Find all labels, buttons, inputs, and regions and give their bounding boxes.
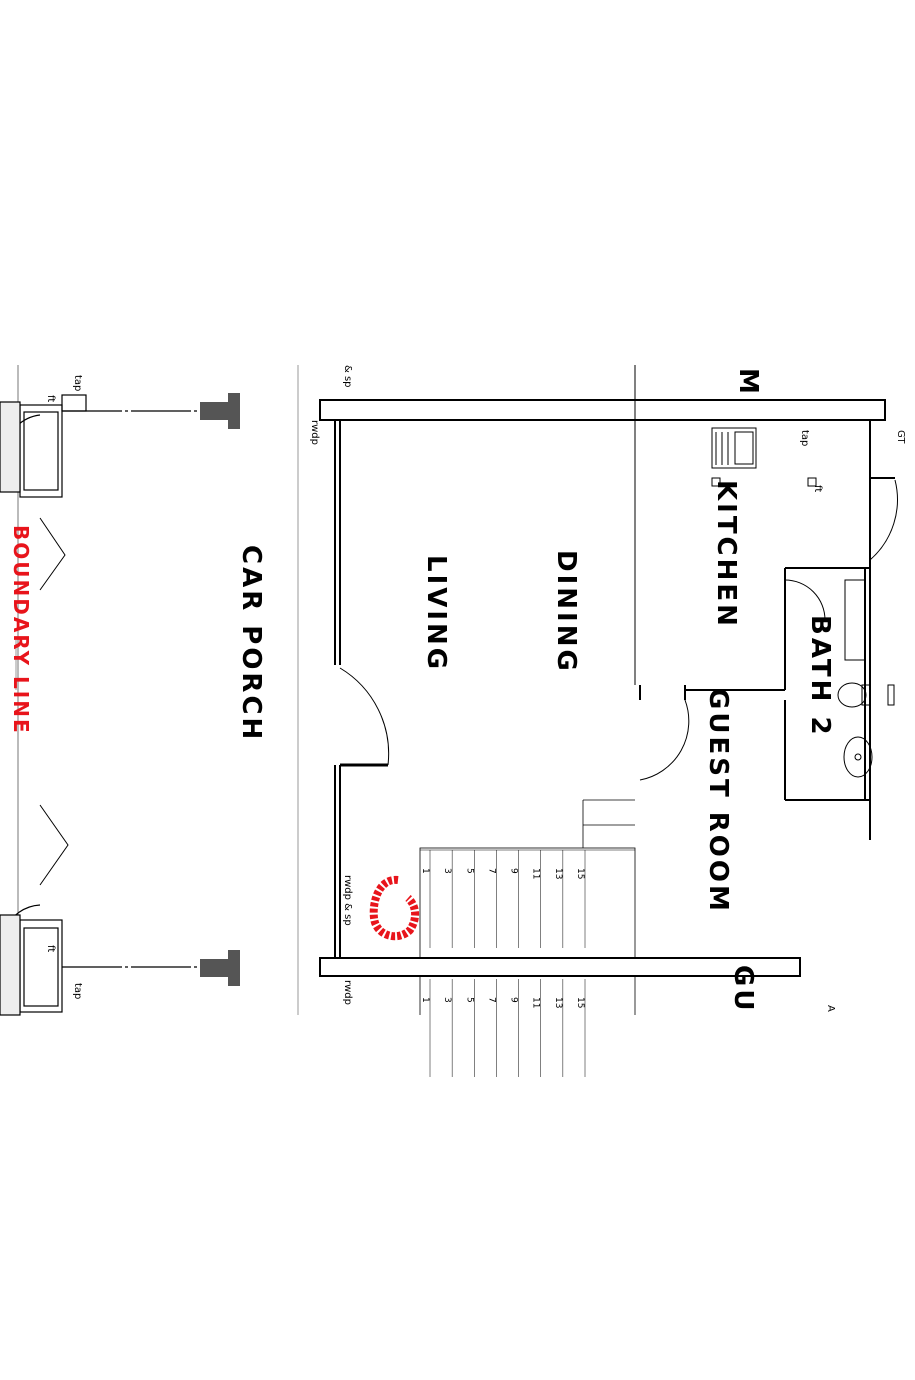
red-arrow-marker-icon (369, 875, 419, 941)
stair-step-label: 11 (531, 868, 541, 879)
kitchen-tap-note: tap (799, 430, 810, 446)
gate-post-top (200, 402, 230, 420)
room-label-car-porch: CAR PORCH (236, 545, 266, 742)
room-label-bath2: BATH 2 (805, 615, 835, 738)
tap-note-bottom: tap (72, 983, 83, 999)
stair-step-label: 5 (464, 997, 474, 1003)
stair-step-label: 9 (509, 868, 519, 874)
rwdp-note-bottom: rwdp (342, 980, 353, 1005)
kitchen-sink (711, 427, 817, 487)
stair-step-label: 13 (553, 997, 563, 1008)
stair-step-label: 13 (553, 868, 563, 879)
staircase-lower (419, 976, 636, 1015)
gate-post-bottom (200, 959, 230, 977)
boundary-line-label: BOUNDARY LINE (9, 525, 33, 735)
stair-step-label: 11 (531, 997, 541, 1008)
ft-note-bottom: ft (45, 945, 56, 952)
ft-note-top: ft (45, 395, 56, 402)
bath-walls (684, 420, 898, 840)
gt-note: GT (895, 430, 906, 444)
stair-step-label: 15 (575, 868, 585, 879)
staircase (419, 799, 636, 959)
stair-step-label: 1 (420, 868, 430, 874)
gate-post-top-cap (228, 393, 240, 429)
kitchen-ft-note: ft (812, 485, 823, 492)
stair-step-label: 9 (509, 997, 519, 1003)
bath-fixtures (784, 579, 895, 778)
tap-note-top: tap (72, 375, 83, 391)
room-label-cut-top: M (733, 368, 763, 397)
stair-step-label: 3 (442, 997, 452, 1003)
room-label-living: LIVING (421, 555, 451, 672)
rwdp-note-top: rwdp (309, 420, 320, 445)
stair-step-label: 7 (486, 997, 496, 1003)
sp-note-top: & sp (342, 365, 353, 388)
guest-room-door (639, 699, 690, 781)
room-label-cut-bottom: GU (728, 965, 758, 1013)
room-label-guest-room: GUEST ROOM (703, 688, 733, 914)
stair-step-label: 15 (575, 997, 585, 1008)
stair-step-label: 3 (442, 868, 452, 874)
room-label-kitchen: KITCHEN (711, 480, 741, 629)
cut-a-note: A (825, 1005, 836, 1012)
stair-step-label: 7 (486, 868, 496, 874)
gate-pillar-bottom (0, 904, 235, 1016)
gate-pillar-top (0, 394, 235, 498)
front-door (339, 667, 390, 767)
house-walls (319, 365, 886, 977)
stair-step-label: 5 (464, 868, 474, 874)
stair-step-label: 1 (420, 997, 430, 1003)
gate-post-bottom-cap (228, 950, 240, 986)
room-label-dining: DINING (551, 550, 581, 674)
rwdp-sp-note-mid: rwdp & sp (342, 875, 353, 926)
